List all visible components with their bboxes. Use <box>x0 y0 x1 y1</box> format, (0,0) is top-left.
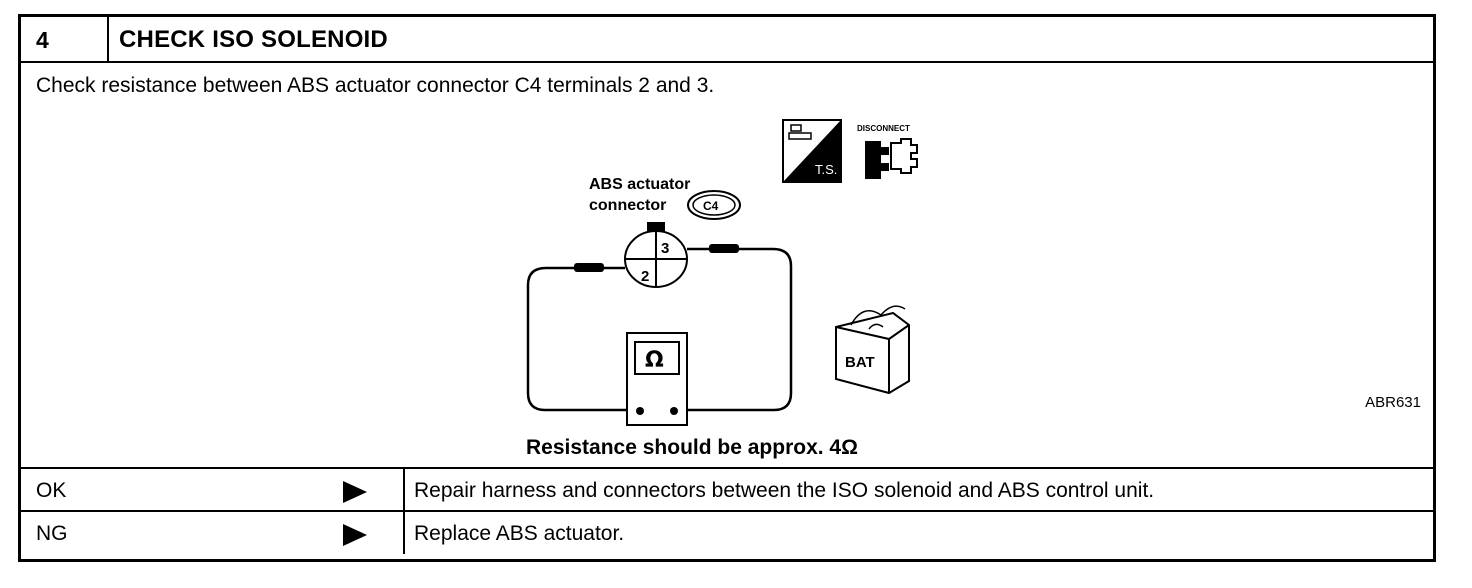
connector-badge: C4 <box>687 190 741 220</box>
step-body: Check resistance between ABS actuator co… <box>21 63 1433 467</box>
connector-label-line1: ABS actuator <box>589 176 690 193</box>
instruction-text: Check resistance between ABS actuator co… <box>36 74 715 97</box>
service-icon: T.S. <box>782 119 842 183</box>
outcome-label-ok: OK <box>36 479 67 502</box>
terminal-3-label: 3 <box>661 240 669 257</box>
connector-label-line2: connector <box>589 197 666 214</box>
disconnect-label: DISCONNECT <box>857 124 910 133</box>
outcome-action-ok: Repair harness and connectors between th… <box>414 479 1155 502</box>
connector-id: C4 <box>703 199 719 213</box>
step-header-row: 4 CHECK ISO SOLENOID <box>21 17 1433 63</box>
expected-resistance: Resistance should be approx. 4Ω <box>526 436 858 459</box>
inspection-step-table: 4 CHECK ISO SOLENOID Check resistance be… <box>18 14 1436 562</box>
outcome-action-ng: Replace ABS actuator. <box>414 522 625 545</box>
test-circuit <box>526 247 793 412</box>
connector-face: 2 3 <box>624 222 688 288</box>
header-divider <box>107 17 109 61</box>
outcome-row-ng: NG Replace ABS actuator. <box>21 510 1433 554</box>
battery-label: BAT <box>845 354 875 371</box>
ts-label: T.S. <box>815 162 837 177</box>
test-diagram: T.S. DISCONNECT ABS actuator connector C… <box>526 119 918 426</box>
disconnect-icon: DISCONNECT <box>857 124 918 179</box>
triangle-right-icon <box>343 524 367 546</box>
battery-icon: BAT <box>835 305 910 395</box>
terminal-2-label: 2 <box>641 268 649 285</box>
outcome-row-ok: OK Repair harness and connectors between… <box>21 467 1433 511</box>
figure-id: ABR631 <box>1365 394 1421 411</box>
triangle-right-icon <box>343 481 367 503</box>
probe-tips <box>574 244 739 272</box>
ohmmeter-icon: Ω <box>626 332 688 426</box>
outcome-divider <box>403 469 405 511</box>
outcome-label-ng: NG <box>36 522 68 545</box>
outcome-divider <box>403 512 405 554</box>
step-number: 4 <box>36 27 49 53</box>
step-title: CHECK ISO SOLENOID <box>119 26 388 53</box>
meter-symbol: Ω <box>645 348 664 373</box>
